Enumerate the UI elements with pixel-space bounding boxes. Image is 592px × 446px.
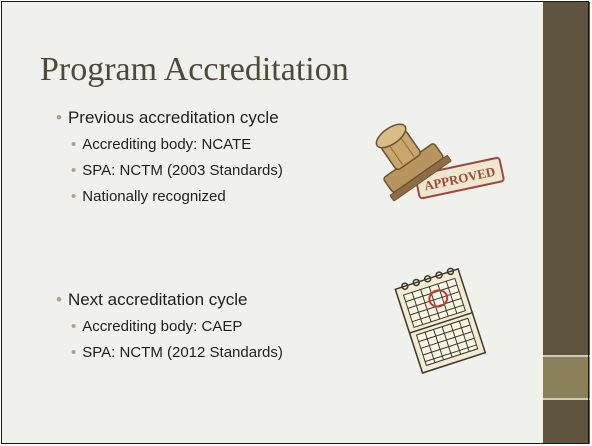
sub-bullet: • Accrediting body: CAEP [71,318,242,335]
bullet-dot-icon: • [71,162,77,179]
right-bar-accent-block [543,357,590,398]
bullet-text: Next accreditation cycle [67,290,248,309]
bullet-dot-icon: • [56,108,62,127]
slide-title: Program Accreditation [40,51,349,88]
bullet-text: SPA: NCTM (2012 Standards) [82,344,283,361]
right-bar-divider-top [543,355,590,357]
calendar-icon [394,267,487,374]
sub-bullet: • Accrediting body: NCATE [71,136,251,153]
bullet-text: Previous accreditation cycle [67,108,279,127]
sub-bullet: • SPA: NCTM (2003 Standards) [71,162,283,179]
bullet-dot-icon: • [71,136,77,153]
bullet-text: Accrediting body: NCATE [82,136,252,153]
bullet-next-cycle: • Next accreditation cycle [56,290,247,310]
approved-stamp-icon: APPROVED [375,123,505,202]
bullet-text: Nationally recognized [82,188,226,205]
sub-bullet: • Nationally recognized [71,188,226,205]
bullet-dot-icon: • [71,344,77,361]
sub-bullet: • SPA: NCTM (2012 Standards) [71,344,283,361]
right-bar-divider-bottom [543,398,590,400]
bullet-dot-icon: • [71,188,77,205]
content-panel [2,2,543,444]
bullet-text: SPA: NCTM (2003 Standards) [82,162,283,179]
bullet-text: Accrediting body: CAEP [82,318,243,335]
bullet-dot-icon: • [56,290,62,309]
bullet-dot-icon: • [71,318,77,335]
bullet-previous-cycle: • Previous accreditation cycle [56,108,279,128]
